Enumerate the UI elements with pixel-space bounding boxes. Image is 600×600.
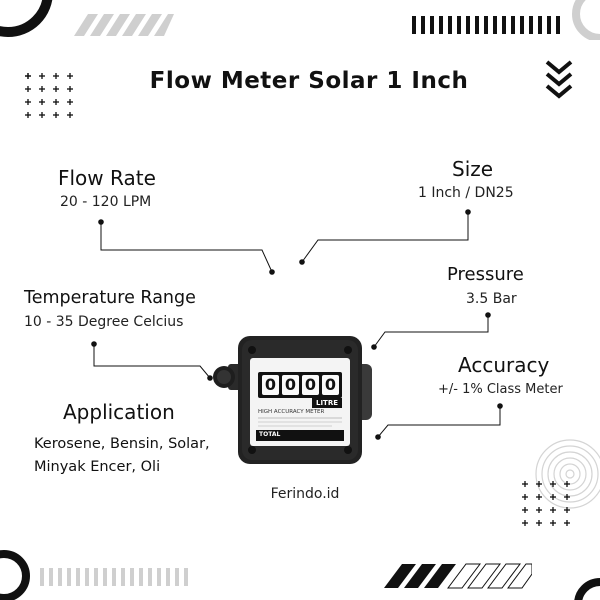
flow-meter-image: 0 0 0 0 LITRE HIGH ACCURACY METER TOTAL — [212, 330, 382, 468]
concentric-rings — [535, 439, 600, 509]
brand-label: Ferindo.id — [270, 486, 340, 502]
barcode-stripes-bottom — [40, 568, 188, 586]
temperature-heading: Temperature Range — [24, 288, 196, 308]
application-line-1: Kerosene, Bensin, Solar, — [34, 436, 210, 452]
flow-meter-body — [213, 336, 372, 464]
corner-ring-bottom-right — [574, 578, 600, 600]
page-title: Flow Meter Solar 1 Inch — [149, 68, 469, 94]
accuracy-heading: Accuracy — [458, 353, 550, 377]
flow-rate-value: 20 - 120 LPM — [60, 194, 152, 210]
pressure-heading: Pressure — [447, 264, 524, 285]
chevron-down-icon — [545, 60, 573, 99]
meter-digit-2: 0 — [284, 375, 297, 394]
application-heading: Application — [63, 400, 175, 424]
meter-total-label: TOTAL — [259, 431, 281, 438]
plus-grid-bottom-right — [522, 481, 570, 526]
application-line-2: Minyak Encer, Oli — [34, 459, 161, 475]
meter-digit-3: 0 — [304, 375, 317, 394]
meter-unit-label: LITRE — [315, 399, 338, 407]
meter-digit-1: 0 — [264, 375, 277, 394]
corner-ring-top-left — [0, 0, 53, 37]
accuracy-value: +/- 1% Class Meter — [438, 382, 563, 397]
barcode-stripes-top — [412, 16, 560, 34]
diagonal-stripes-bottom — [384, 563, 532, 589]
temperature-value: 10 - 35 Degree Celcius — [24, 314, 184, 330]
pressure-connector — [373, 315, 489, 348]
size-value: 1 Inch / DN25 — [418, 185, 514, 201]
meter-digit-4: 0 — [324, 375, 337, 394]
temperature-connector — [93, 344, 211, 379]
plus-grid-top-left — [25, 73, 73, 118]
corner-ring-bottom-left — [0, 550, 30, 600]
corner-ring-top-right — [572, 0, 600, 40]
accuracy-connector — [377, 406, 501, 438]
size-heading: Size — [452, 157, 494, 181]
size-connector — [301, 212, 469, 263]
pressure-value: 3.5 Bar — [466, 291, 517, 307]
flow-rate-heading: Flow Rate — [58, 166, 156, 190]
meter-model-label: HIGH ACCURACY METER — [258, 409, 325, 415]
diagonal-stripes-top — [74, 14, 174, 36]
flow-rate-connector — [100, 222, 273, 273]
